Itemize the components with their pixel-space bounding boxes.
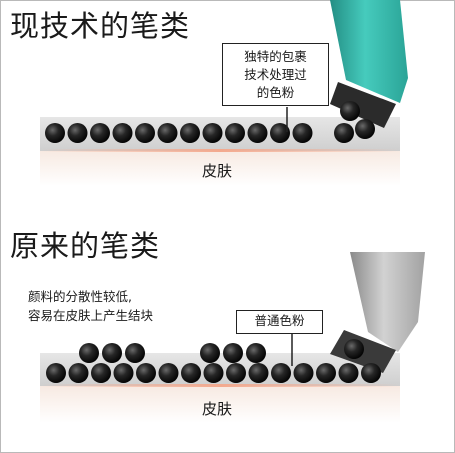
pigment-particle [270, 123, 290, 143]
pigment-particle [361, 363, 381, 383]
pigment-particle [113, 363, 134, 383]
pigment-particle [334, 123, 354, 143]
pigment-particle [79, 343, 99, 363]
pigment-particle [226, 363, 246, 383]
grey-pen [330, 252, 425, 373]
pigment-particle [181, 363, 201, 383]
pigment-particle [248, 363, 269, 383]
top-skin [40, 117, 400, 186]
note-line: 容易在皮肤上产生结块 [28, 308, 154, 323]
top-heading: 现技术的笔类 [10, 9, 191, 43]
pigment-particle [293, 363, 314, 383]
skin-surface-sheen [40, 149, 400, 152]
bottom-callout: 普通色粉 [236, 310, 323, 334]
pigment-particle [91, 363, 111, 383]
pigment-particle [202, 123, 223, 143]
pigment-particle [355, 119, 375, 139]
pigment-particle [135, 123, 155, 143]
bottom-particles [46, 339, 381, 383]
pigment-particle [316, 363, 336, 383]
pigment-particle [200, 343, 220, 363]
pigment-particle [157, 123, 178, 143]
skin-surface-sheen [40, 384, 400, 387]
pigment-particle [223, 343, 243, 363]
pigment-particle [102, 343, 122, 363]
pigment-particle [67, 123, 88, 143]
pigment-particle [136, 363, 156, 383]
callout-line: 独特的包裹 [244, 49, 307, 64]
top-skin-label: 皮肤 [202, 162, 233, 180]
pigment-particle [225, 123, 245, 143]
pen-tip-particles [334, 101, 375, 143]
bottom-skin-label: 皮肤 [202, 400, 233, 418]
pigment-particle [46, 363, 66, 383]
pigment-particle [246, 343, 266, 363]
pigment-particle [90, 123, 110, 143]
dispersion-note: 颜料的分散性较低, 容易在皮肤上产生结块 [28, 287, 153, 325]
pen-tip [330, 82, 396, 128]
top-particles [45, 123, 313, 143]
bottom-heading: 原来的笔类 [10, 229, 161, 263]
pigment-particle [247, 123, 268, 143]
pigment-particle [344, 339, 364, 359]
pigment-particle [338, 363, 359, 383]
pigment-particle [271, 363, 291, 383]
pigment-particle [68, 363, 89, 383]
callout-line: 的色粉 [256, 85, 295, 100]
pigment-particle [340, 101, 360, 121]
pigment-particle [180, 123, 200, 143]
top-callout: 独特的包裹 技术处理过 的色粉 [222, 43, 329, 106]
teal-pen [330, 0, 408, 128]
pigment-particle [292, 123, 313, 143]
pigment-particle [125, 343, 145, 363]
pigment-particle [203, 363, 224, 383]
pigment-particle [158, 363, 179, 383]
callout-line: 技术处理过 [244, 67, 307, 82]
note-line: 颜料的分散性较低, [28, 289, 132, 304]
pigment-particle [45, 123, 65, 143]
pigment-particle [112, 123, 133, 143]
